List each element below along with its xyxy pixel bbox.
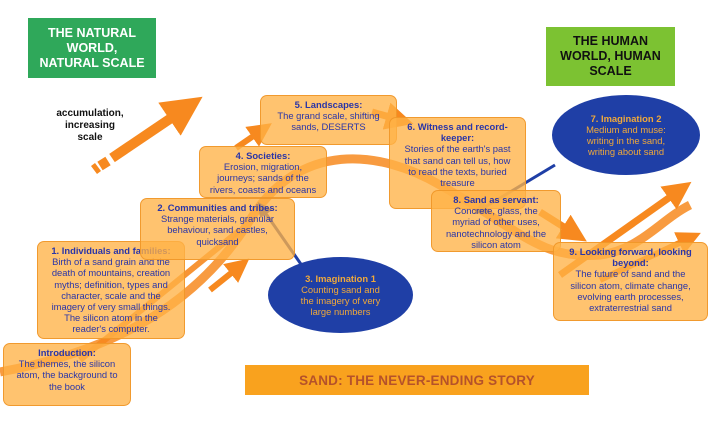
box-individuals-families: 1. Individuals and families: Birth of a …: [37, 241, 185, 339]
box-body: Stories of the earth's past that sand ca…: [404, 143, 511, 189]
box-communities-tribes: 2. Communities and tribes: Strange mater…: [140, 198, 295, 260]
box-title: 5. Landscapes:: [294, 99, 363, 110]
ellipse-title: 3. Imagination 1: [305, 272, 376, 284]
box-body: The grand scale, shifting sands, DESERTS: [277, 110, 380, 133]
box-introduction: Introduction: The themes, the silicon at…: [3, 343, 131, 406]
box-title: Introduction:: [38, 347, 96, 358]
accumulation-label: accumulation, increasing scale: [56, 108, 124, 143]
box-body: Birth of a sand grain and the death of m…: [51, 256, 171, 335]
box-societies: 4. Societies: Erosion, migration, journe…: [199, 146, 327, 198]
ellipse-imagination-1: 3. Imagination 1 Counting sand and the i…: [268, 257, 413, 333]
accumulation-arrow: [91, 96, 203, 174]
box-sand-as-servant: 8. Sand as servant: Concrete, glass, the…: [431, 190, 561, 252]
arrow-4-to-5: [234, 123, 272, 151]
box-title: 4. Societies:: [235, 150, 291, 161]
human-world-header: THE HUMAN WORLD, HUMAN SCALE: [546, 27, 675, 86]
box-body: The themes, the silicon atom, the backgr…: [16, 358, 118, 392]
title-banner: SAND: THE NEVER-ENDING STORY: [245, 365, 589, 395]
box-title: 6. Witness and record- keeper:: [407, 121, 508, 144]
box-body: Concrete, glass, the myriad of other use…: [445, 205, 547, 250]
box-looking-forward: 9. Looking forward, looking beyond: The …: [553, 242, 708, 321]
box-title: 2. Communities and tribes:: [157, 202, 278, 213]
natural-world-header: THE NATURAL WORLD, NATURAL SCALE: [28, 18, 156, 78]
arrow-2-to-4: [208, 258, 250, 293]
box-title: 8. Sand as servant:: [453, 194, 539, 205]
ellipse-body: Counting sand and the imagery of very la…: [300, 283, 381, 318]
box-body: The future of sand and the silicon atom,…: [570, 268, 691, 314]
ellipse-imagination-2: 7. Imagination 2 Medium and muse: writin…: [552, 95, 700, 175]
ellipse-body: Medium and muse: writing in the sand, wr…: [586, 123, 666, 158]
ellipse-title: 7. Imagination 2: [590, 112, 662, 124]
box-title: 9. Looking forward, looking beyond:: [569, 246, 692, 269]
box-landscapes: 5. Landscapes: The grand scale, shifting…: [260, 95, 397, 145]
box-body: Strange materials, granular behaviour, s…: [160, 213, 275, 247]
box-body: Erosion, migration, journeys; sands of t…: [209, 161, 317, 195]
box-title: 1. Individuals and families:: [51, 245, 171, 256]
